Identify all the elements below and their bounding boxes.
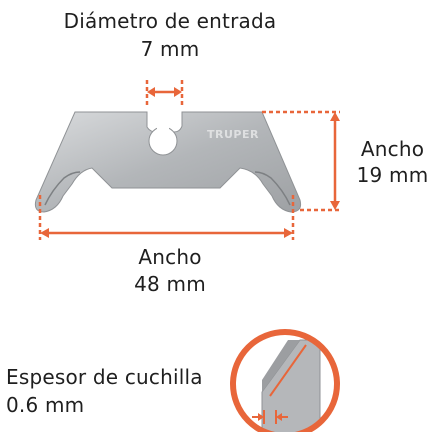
diameter-label: Diámetro de entrada bbox=[63, 9, 277, 33]
width-label: Ancho bbox=[138, 245, 202, 269]
diameter-dimension bbox=[145, 80, 184, 108]
hook-blade bbox=[34, 111, 302, 213]
width-value: 48 mm bbox=[134, 272, 206, 296]
thickness-label: Espesor de cuchilla bbox=[6, 365, 203, 389]
diameter-value: 7 mm bbox=[140, 37, 200, 61]
height-label: Ancho bbox=[360, 137, 425, 161]
width-dimension bbox=[38, 195, 295, 240]
thickness-value: 0.6 mm bbox=[6, 393, 85, 417]
height-dimension bbox=[262, 110, 340, 212]
height-value: 19 mm bbox=[356, 163, 429, 187]
thickness-inset bbox=[230, 329, 340, 432]
brand-logo: TRUPER bbox=[207, 128, 259, 141]
